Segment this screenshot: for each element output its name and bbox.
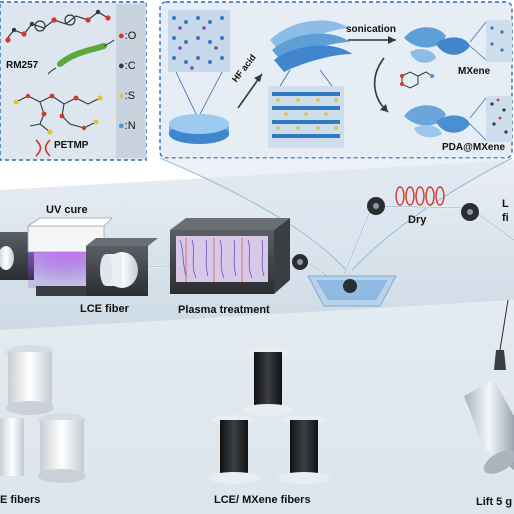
rm257-label: RM257	[6, 60, 39, 71]
lce-mxene-fibers-label: LCE/ MXene fibers	[214, 494, 311, 506]
uv-cure-label: UV cure	[46, 204, 88, 216]
petmp-label: PETMP	[54, 140, 89, 151]
legend-dot-s: ●	[118, 90, 125, 102]
legend-c: ●:C	[118, 60, 136, 72]
legend-n: ●:N	[118, 120, 136, 132]
legend-s: ●:S	[118, 90, 136, 102]
cropped-label-line2: fi	[502, 212, 509, 224]
dry-label: Dry	[408, 214, 427, 226]
legend-dot-c: ●	[118, 60, 125, 72]
legend-dot-n: ●	[118, 120, 125, 132]
lce-fiber-label: LCE fiber	[80, 303, 129, 315]
pda-mxene-label: PDA@MXene	[442, 142, 506, 153]
lce-fibers-label: E fibers	[0, 494, 41, 506]
sonication-label: sonication	[346, 24, 397, 35]
lift-label: Lift 5 g	[476, 496, 513, 508]
mxene-label: MXene	[458, 66, 491, 77]
plasma-treatment-label: Plasma treatment	[178, 304, 270, 316]
legend-o: ●:O	[118, 30, 137, 42]
cropped-label-line1: L	[502, 198, 509, 210]
legend-dot-o: ●	[118, 30, 125, 42]
